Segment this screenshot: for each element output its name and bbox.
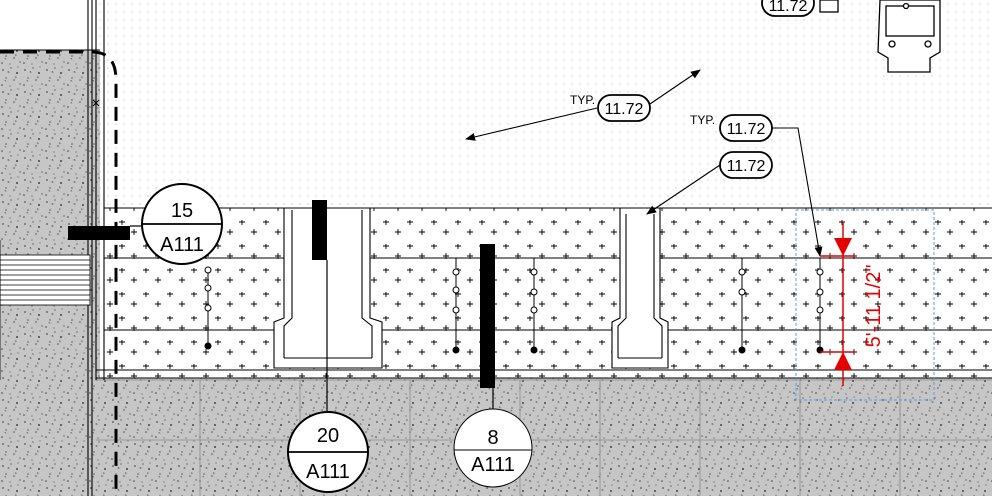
- wall-section-1: [312, 200, 327, 260]
- dimension-text: 5'-11 1/2": [863, 265, 885, 348]
- keynote-prefix: TYP.: [570, 93, 595, 107]
- section-callout-sheet: A111: [471, 454, 515, 476]
- section-callout-15[interactable]: 15 A111: [130, 183, 223, 265]
- section-callout-8[interactable]: 8 A111: [453, 388, 533, 488]
- railing-posts: [204, 258, 824, 354]
- keynote-tag-text: 11.72: [605, 101, 644, 118]
- floor-area-dotted: [96, 0, 992, 208]
- wall-section-2: [480, 244, 495, 388]
- section-callout-number: 8: [487, 427, 498, 449]
- dashed-boundary: [0, 50, 118, 496]
- section-callout-sheet: A111: [306, 461, 350, 483]
- post-assembly-1: [273, 207, 383, 369]
- keynote-tag-text: 11.72: [769, 0, 808, 15]
- section-callout-number: 15: [171, 200, 193, 222]
- fixture-top-right: [819, 0, 941, 73]
- keynote-prefix: TYP.: [690, 113, 715, 127]
- wall-lines-left: [87, 0, 105, 496]
- stair-treads: [0, 240, 91, 380]
- selection-box[interactable]: [795, 209, 935, 401]
- keynote-tag-text: 11.72: [727, 158, 766, 175]
- section-callout-20[interactable]: 20 A111: [287, 260, 369, 493]
- concrete-area-bottom: [96, 378, 992, 496]
- hatched-band: [104, 208, 992, 378]
- keynote-tag-post[interactable]: 11.72: [646, 151, 773, 215]
- keynote-tag-typ-right[interactable]: TYP. 11.72: [690, 113, 823, 257]
- dimension-annotation[interactable]: 5'-11 1/2": [820, 222, 885, 386]
- post-assembly-2: [611, 207, 669, 369]
- keynote-tag-top[interactable]: 11.72: [761, 0, 815, 17]
- keynote-tag-typ-center[interactable]: TYP. 11.72: [465, 69, 701, 141]
- section-callout-sheet: A111: [160, 234, 204, 256]
- keynote-tag-text: 11.72: [727, 121, 766, 138]
- section-callout-number: 20: [317, 425, 339, 447]
- wall-stub-left: [68, 226, 130, 240]
